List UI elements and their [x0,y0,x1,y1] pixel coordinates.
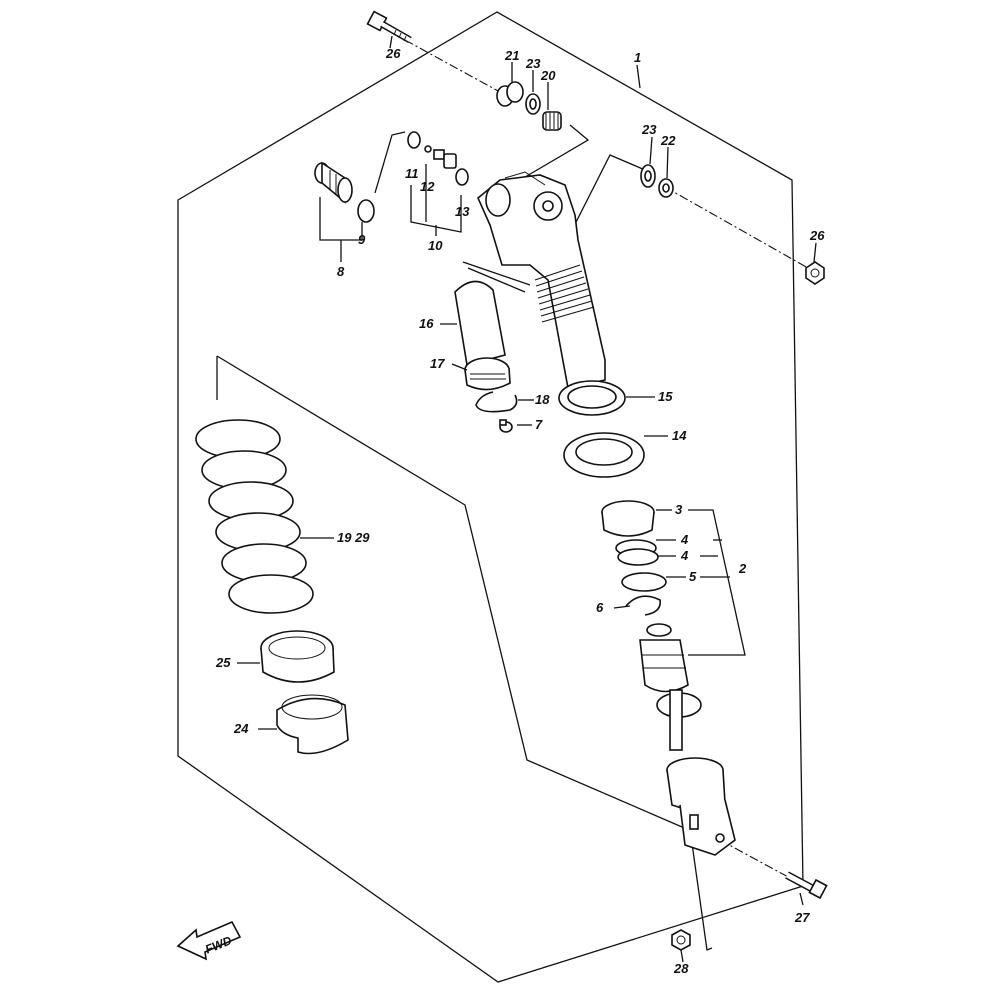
circlip-6 [625,595,662,616]
label-3: 3 [675,502,683,517]
damper-rod-assembly [639,623,736,856]
label-13: 13 [455,204,470,219]
connector-line [374,131,406,194]
shock-body-1 [477,171,606,389]
washer-23-right [640,164,656,188]
valve-7 [499,419,513,433]
label-18: 18 [535,392,550,407]
label-16: 16 [419,316,434,331]
label-17: 17 [430,356,445,371]
label-24: 24 [233,721,249,736]
bladder-16 [454,280,506,366]
label-21: 21 [504,48,519,63]
label-27: 27 [794,910,810,925]
circlip-18 [475,391,518,413]
part-labels: 26 21 23 20 1 23 22 26 11 12 13 9 8 10 1… [215,46,825,976]
adjuster-8 [314,161,353,204]
nut-26-right [805,261,825,285]
bolt-26-top [366,10,412,44]
label-20: 20 [540,68,556,83]
connector-line [686,807,713,951]
label-28: 28 [673,961,689,976]
fwd-arrow-icon: FWD [176,920,242,961]
label-4a: 4 [680,532,689,547]
spring-19-29 [195,419,314,614]
o-ring-11 [407,131,421,149]
label-19-29: 19 29 [337,530,370,545]
group8-bracket [319,197,363,241]
spring-retainer-24 [276,694,349,755]
label-6: 6 [596,600,604,615]
label-9: 9 [358,232,366,247]
spring-group-frame [216,355,690,831]
leader-lines [237,35,817,963]
collar-3 [601,500,655,537]
group10-bracket [410,185,462,233]
cap-17 [464,357,511,391]
connector-line [467,267,526,293]
locknut-15 [558,380,626,416]
label-12: 12 [420,179,435,194]
locknut-14 [563,432,645,478]
label-15: 15 [658,389,673,404]
bushing-21 [496,81,524,107]
ring-4b [617,548,659,566]
label-26-top: 26 [385,46,401,61]
axis-line [404,39,501,93]
label-1: 1 [634,50,641,65]
collar-22 [658,178,674,198]
o-ring-13 [455,168,469,186]
o-ring-9 [357,199,375,223]
label-11: 11 [405,166,419,181]
label-4b: 4 [680,548,689,563]
group2-bracket [688,509,746,656]
label-10: 10 [428,238,443,253]
connector-line [519,124,590,181]
connector-line [462,261,531,286]
bearing-20 [542,111,562,131]
label-22: 22 [660,133,676,148]
label-26-right: 26 [809,228,825,243]
spring-seat-25 [260,630,335,683]
label-14: 14 [672,428,687,443]
washer-23-top [525,93,541,115]
axis-line [719,839,791,879]
label-23-top: 23 [525,56,541,71]
label-2: 2 [738,561,747,576]
valve-12 [424,145,457,169]
axis-line [664,186,809,269]
label-8: 8 [337,264,345,279]
ring-5 [621,572,667,592]
bolt-27 [785,871,828,900]
label-25: 25 [215,655,231,670]
label-7: 7 [535,417,543,432]
connector-line [567,154,646,239]
label-5: 5 [689,569,697,584]
nut-28 [671,929,691,951]
label-23-right: 23 [641,122,657,137]
